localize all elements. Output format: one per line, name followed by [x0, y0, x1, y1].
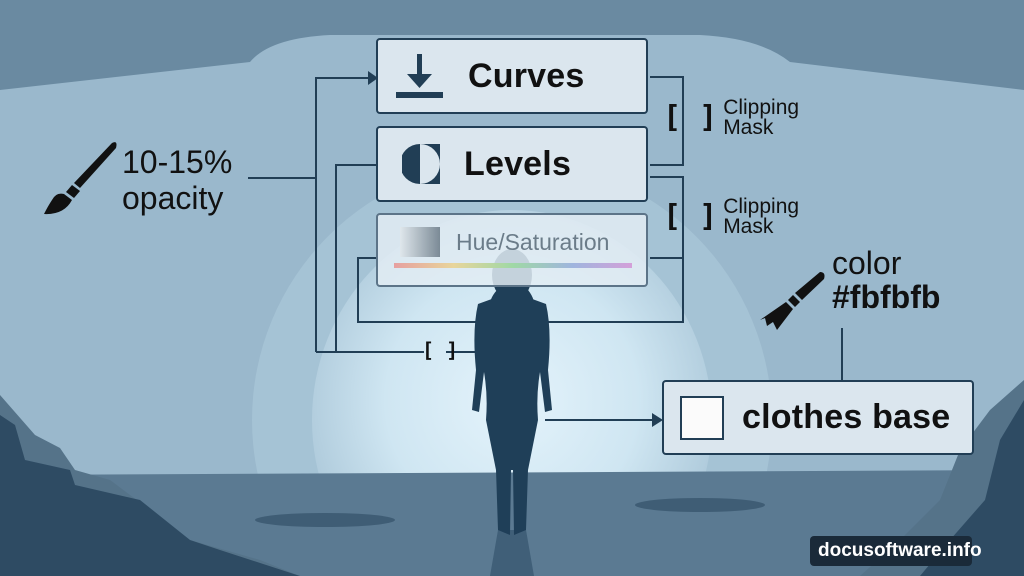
layer-label: Levels — [464, 144, 572, 183]
layer-curves[interactable]: Curves — [376, 38, 648, 114]
paintbrush-icon — [44, 142, 117, 215]
bracket-icon: [ ] — [663, 199, 718, 234]
hue-gradient-bar — [394, 263, 632, 268]
gradient-swatch-icon — [400, 227, 440, 257]
layer-hue-saturation[interactable]: Hue/Saturation — [376, 213, 648, 287]
layer-label: clothes base — [742, 398, 951, 436]
layer-clothes-base[interactable]: clothes base — [662, 380, 974, 455]
half-circle-contrast-icon — [402, 144, 440, 184]
color-annotation: color #fbfbfb — [832, 245, 941, 315]
clipping-mask-note: [ ] Clipping Mask — [663, 195, 800, 238]
white-swatch-icon — [680, 395, 724, 440]
group-bracket-icon: [ ] — [422, 338, 459, 362]
watermark: docusoftware.info — [810, 536, 982, 566]
layer-levels[interactable]: Levels — [376, 126, 648, 202]
layer-label: Curves — [468, 56, 585, 95]
clipping-mask-note: [ ] Clipping Mask — [663, 96, 800, 139]
layer-label: Hue/Saturation — [456, 228, 610, 255]
opacity-annotation: 10-15% opacity — [122, 144, 233, 216]
download-arrow-icon — [396, 54, 443, 98]
bracket-icon: [ ] — [663, 100, 718, 135]
